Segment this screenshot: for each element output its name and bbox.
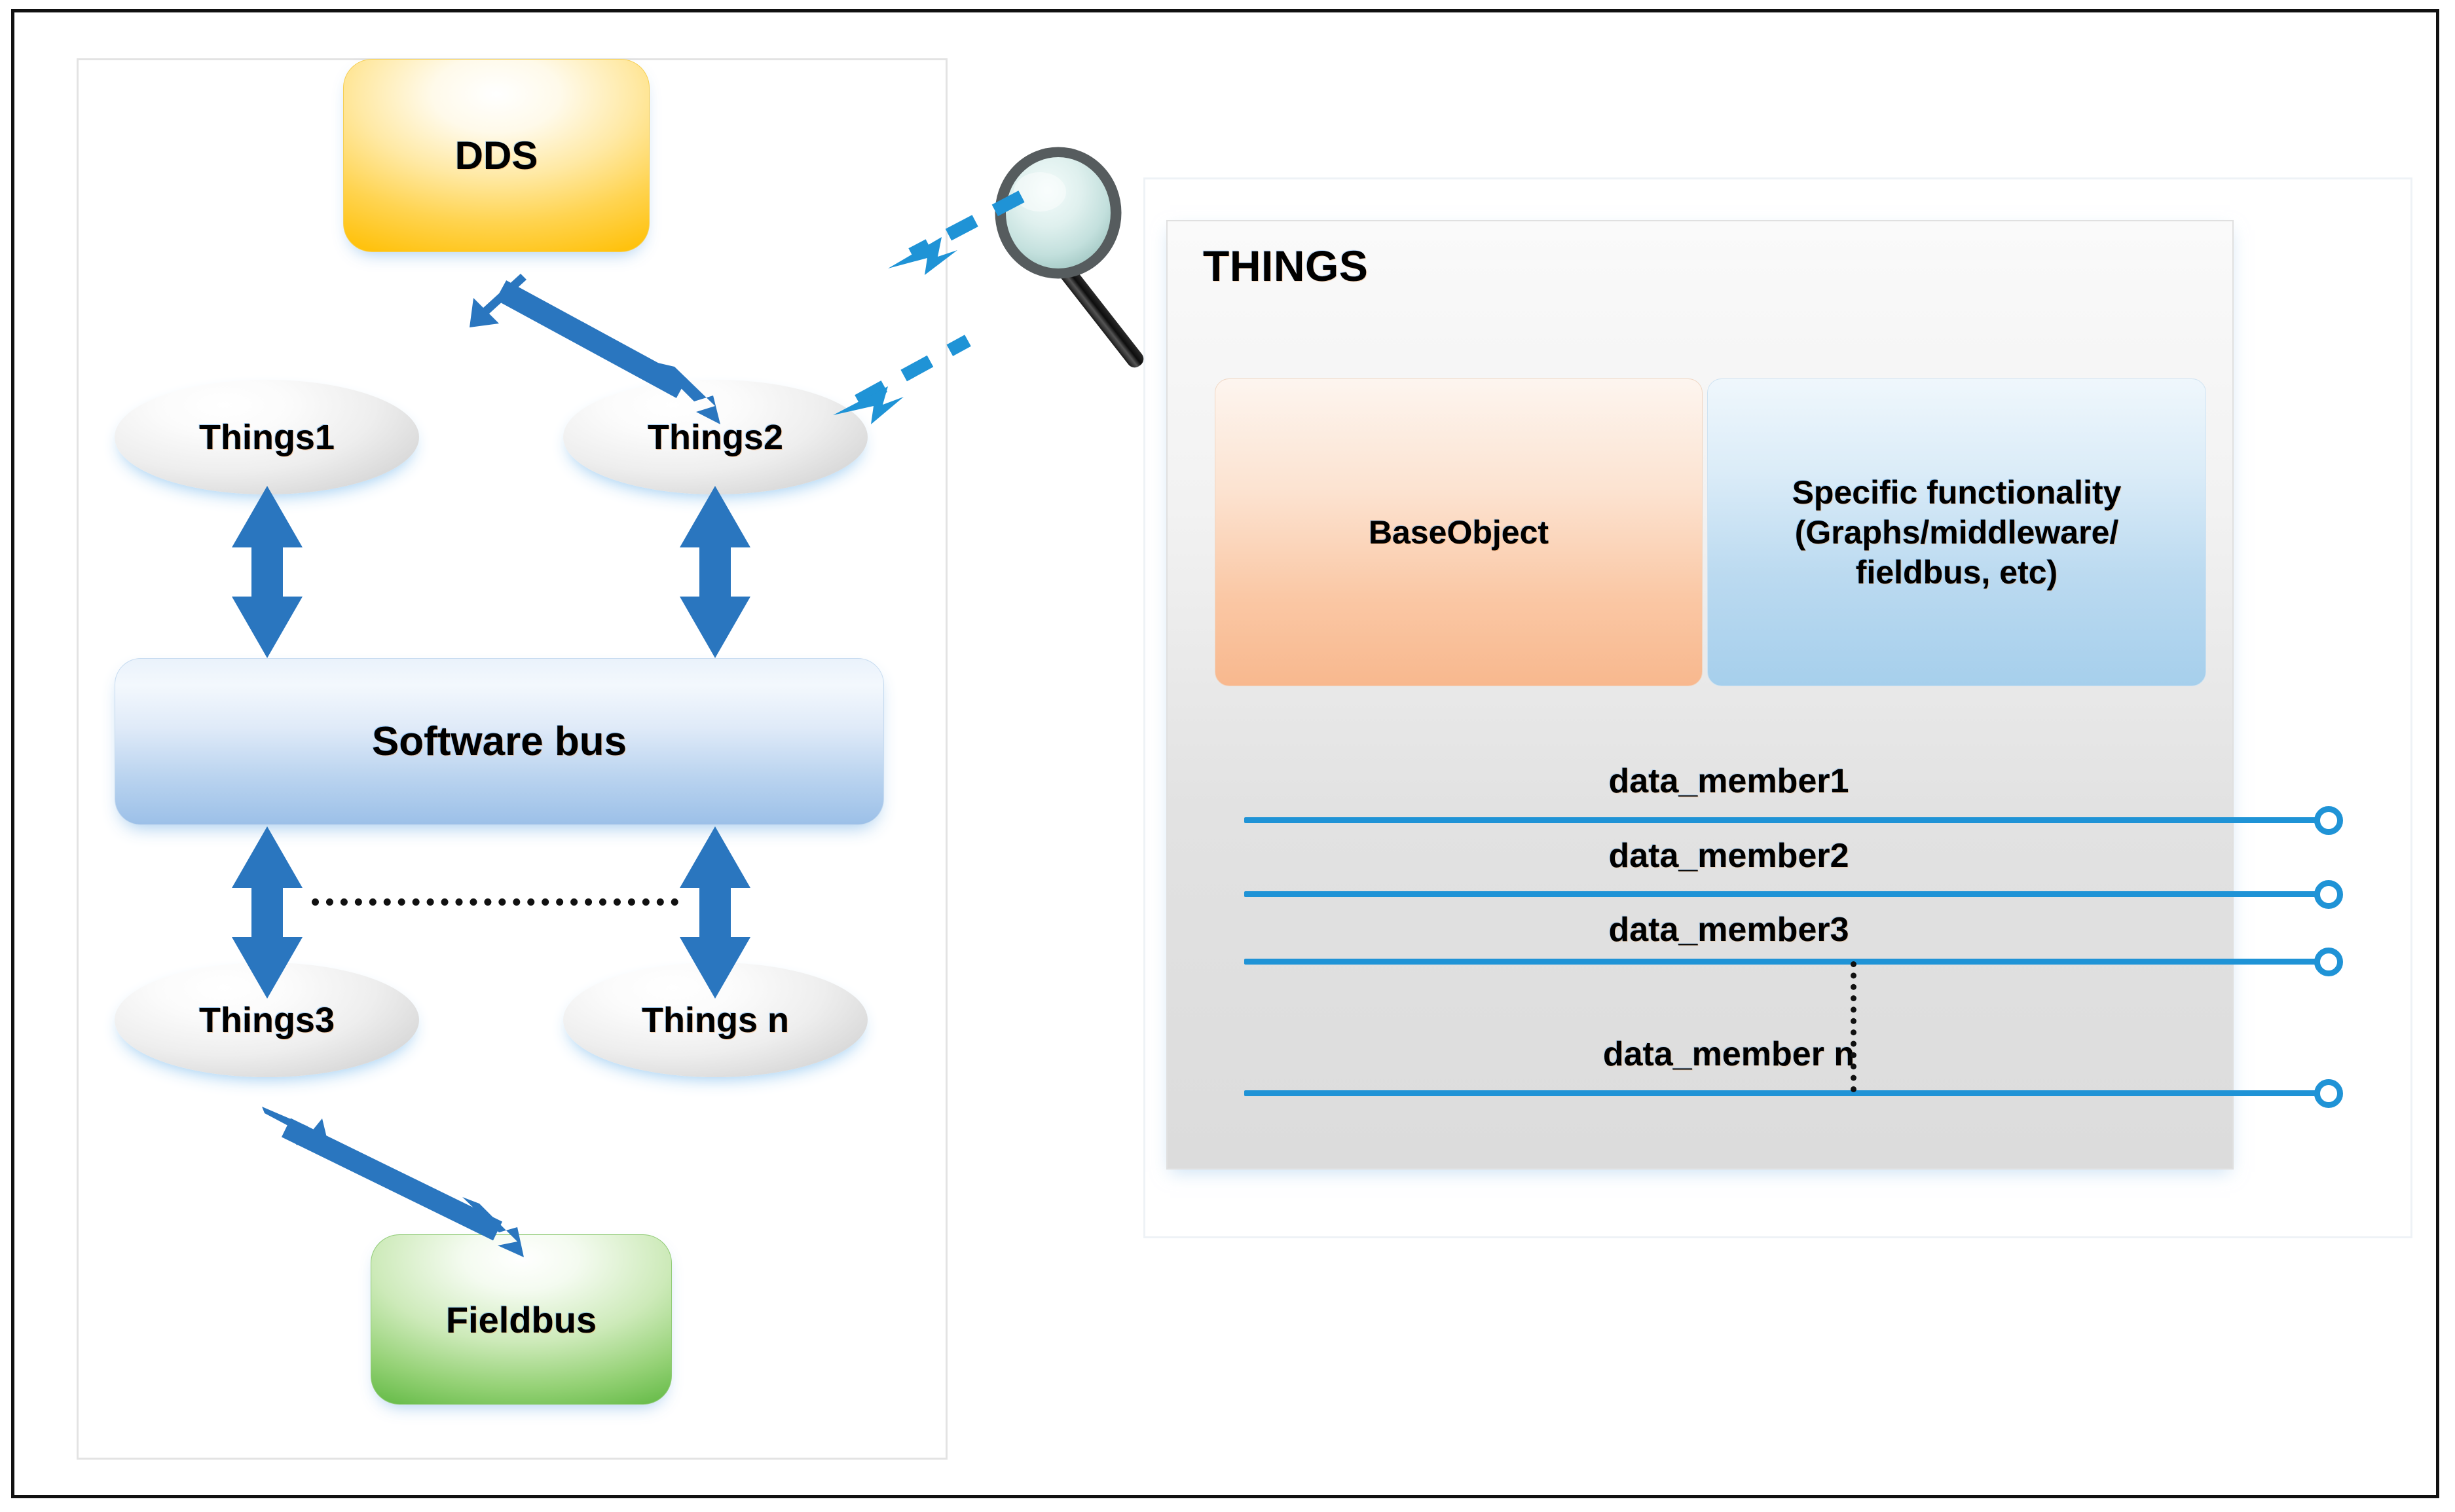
things1-node[interactable]: Things1 xyxy=(115,380,419,494)
dds-node[interactable]: DDS xyxy=(343,59,650,252)
base-object-box[interactable]: BaseObject xyxy=(1215,378,1703,686)
things3-node[interactable]: Things3 xyxy=(115,963,419,1077)
spec-line-3: fieldbus, etc) xyxy=(1855,553,2058,591)
base-object-label: BaseObject xyxy=(1368,513,1549,551)
fieldbus-label: Fieldbus xyxy=(445,1299,597,1340)
data-member-n-label: data_member n xyxy=(1602,1035,1855,1073)
thingsn-node[interactable]: Things n xyxy=(563,963,868,1077)
data-member-2-label: data_member2 xyxy=(1608,837,1849,875)
things-title: THINGS xyxy=(1203,242,1369,290)
data-member-n-line xyxy=(1244,1090,2318,1096)
software-bus-node[interactable]: Software bus xyxy=(115,658,884,825)
data-member-n-port[interactable] xyxy=(2314,1079,2343,1108)
data-member-1-label: data_member1 xyxy=(1608,762,1849,800)
specific-functionality-label: Specific functionality (Graphs/middlewar… xyxy=(1792,473,2122,593)
things3-label: Things3 xyxy=(198,1000,335,1040)
data-member-3-port[interactable] xyxy=(2314,948,2343,976)
things1-label: Things1 xyxy=(198,417,335,457)
things-continuation-dotted-line xyxy=(312,898,678,906)
data-member-2-line xyxy=(1244,891,2318,897)
data-member-1-line xyxy=(1244,817,2318,823)
magnifying-glass-icon xyxy=(995,147,1144,368)
data-member-3-label: data_member3 xyxy=(1608,911,1849,949)
things-card: THINGS xyxy=(1166,220,2234,1170)
data-member-3-line xyxy=(1244,959,2318,965)
software-bus-label: Software bus xyxy=(371,719,627,764)
thingsn-label: Things n xyxy=(642,1000,789,1040)
data-member-2-port[interactable] xyxy=(2314,880,2343,909)
spec-line-1: Specific functionality xyxy=(1792,473,2122,511)
data-member-continuation-dotted-line xyxy=(1851,961,1856,1092)
spec-line-2: (Graphs/middleware/ xyxy=(1794,513,2119,551)
data-member-1-port[interactable] xyxy=(2314,806,2343,835)
dds-label: DDS xyxy=(454,134,538,177)
specific-functionality-box[interactable]: Specific functionality (Graphs/middlewar… xyxy=(1707,378,2206,686)
fieldbus-node[interactable]: Fieldbus xyxy=(371,1234,672,1405)
things2-node[interactable]: Things2 xyxy=(563,380,868,494)
things2-label: Things2 xyxy=(647,417,783,457)
